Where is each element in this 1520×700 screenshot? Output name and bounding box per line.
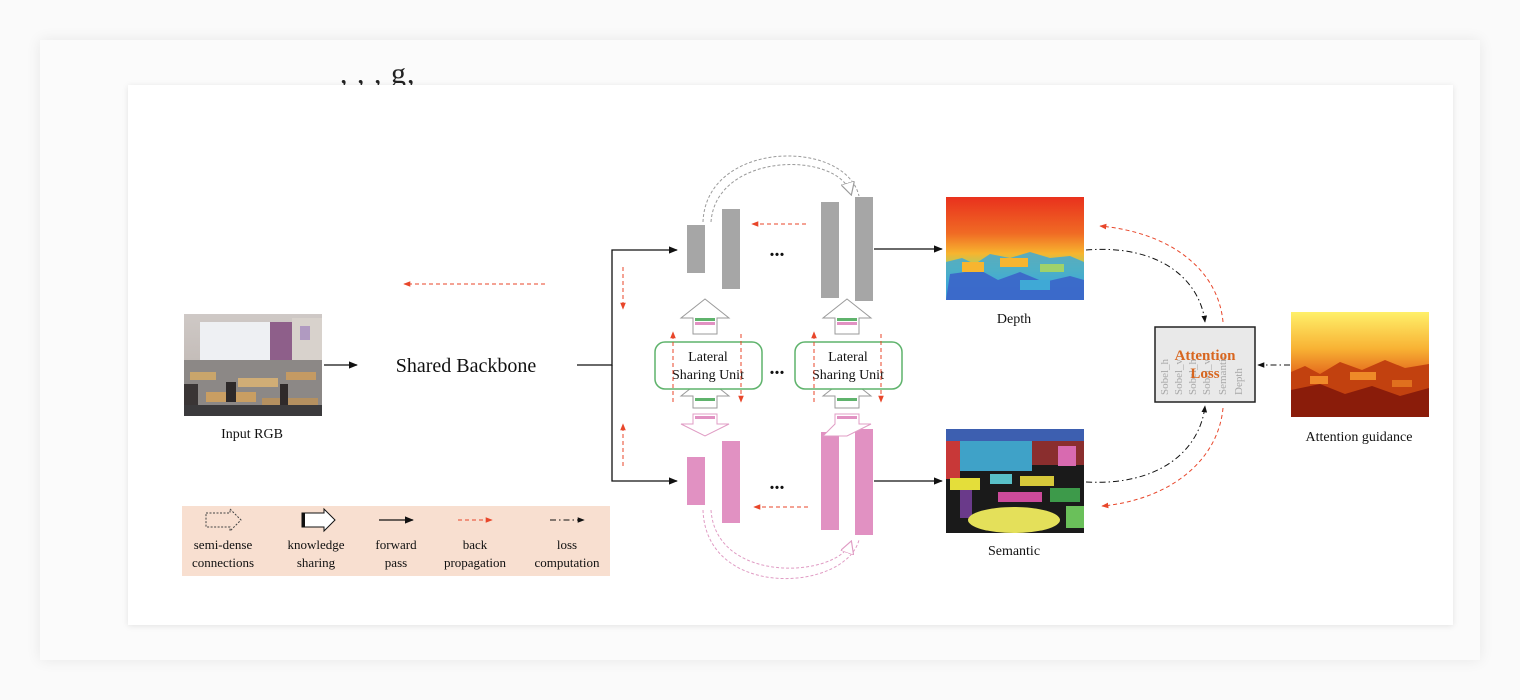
input-rgb-label: Input RGB	[221, 427, 283, 442]
input-rgb-image	[184, 314, 322, 416]
att-bg-word-5: Depth	[1233, 368, 1245, 395]
legend-label-1-line1: knowledge	[287, 537, 344, 552]
legend-label-1-line2: sharing	[297, 555, 336, 570]
semantic-decoder-block-2	[722, 441, 740, 523]
semi-dense-arc-bottom-outer	[702, 509, 860, 580]
dashed-hollow-arrow-icon	[205, 507, 242, 533]
semi-dense-arc-top-inner	[710, 164, 851, 223]
backprop-arrow-loss-to-semantic	[1101, 407, 1224, 509]
depth-decoder-block-2	[722, 209, 740, 289]
backprop-arrow-loss-to-depth	[1099, 223, 1224, 323]
legend-label-0-line2: connections	[192, 555, 254, 570]
lsu-2-label-line1: Lateral	[828, 350, 868, 365]
lateral-sharing-unit-1	[654, 341, 763, 390]
forward-arrow-to-semantic-branch	[611, 365, 678, 485]
attention-loss-title-line2: Loss	[1190, 366, 1219, 382]
att-bg-word-3: Sobel_v	[1201, 358, 1213, 395]
forward-arrow-to-depth-branch	[577, 246, 678, 366]
depth-map-image	[946, 197, 1084, 300]
semantic-label: Semantic	[988, 544, 1040, 559]
shared-backbone-label: Shared Backbone	[396, 355, 537, 377]
legend-label-3-line1: back	[463, 537, 488, 552]
depth-decoder-block-1	[687, 225, 705, 273]
att-bg-word-0: Sobel_h	[1159, 358, 1171, 395]
knowledge-sharing-arrows-lsu-1	[679, 298, 731, 437]
legend-label-0-line1: semi-dense	[194, 537, 253, 552]
attention-loss-title-line1: Attention	[1175, 348, 1236, 364]
att-bg-word-4: Semantic	[1217, 354, 1229, 395]
attention-loss-box: Sobel_h Sobel_v Sobel_h Sobel_v Semantic…	[1154, 326, 1256, 403]
att-bg-word-1: Sobel_v	[1173, 358, 1185, 395]
loss-arrow-from-depth	[1085, 248, 1208, 323]
depth-decoder-block-3	[821, 202, 839, 298]
depth-branch-ellipsis: ...	[770, 239, 785, 261]
legend-label-2-line2: pass	[385, 555, 407, 570]
attention-guidance-label: Attention guidance	[1306, 430, 1413, 445]
lsu-1-label-line2: Sharing Unit	[672, 368, 744, 383]
semantic-map-image	[946, 429, 1084, 533]
attention-guidance-image	[1291, 312, 1429, 417]
semi-dense-arc-bottom-inner	[710, 509, 851, 569]
legend-label-4-line2: computation	[535, 555, 600, 570]
legend-label-3-line2: propagation	[444, 555, 507, 570]
legend: semi-dense connections knowledge sharing…	[182, 506, 610, 576]
knowledge-sharing-arrows-lsu-2	[821, 298, 873, 437]
legend-background	[182, 506, 610, 576]
lsu-2-label-line2: Sharing Unit	[812, 368, 884, 383]
solid-hollow-arrow-icon	[301, 507, 336, 533]
lsu-ellipsis: ...	[770, 357, 785, 379]
lsu-1-label-line1: Lateral	[688, 350, 728, 365]
lateral-sharing-unit-2	[794, 341, 903, 390]
depth-decoder-block-4	[855, 197, 873, 301]
legend-label-2-line1: forward	[375, 537, 417, 552]
legend-label-4-line1: loss	[557, 537, 577, 552]
loss-arrow-from-semantic	[1085, 405, 1208, 483]
att-bg-word-2: Sobel_h	[1187, 358, 1199, 395]
semantic-decoder-block-1	[687, 457, 705, 505]
semantic-branch-ellipsis: ...	[770, 472, 785, 494]
semantic-decoder-block-3	[821, 432, 839, 530]
semantic-decoder-block-4	[855, 429, 873, 535]
depth-label: Depth	[997, 312, 1031, 327]
